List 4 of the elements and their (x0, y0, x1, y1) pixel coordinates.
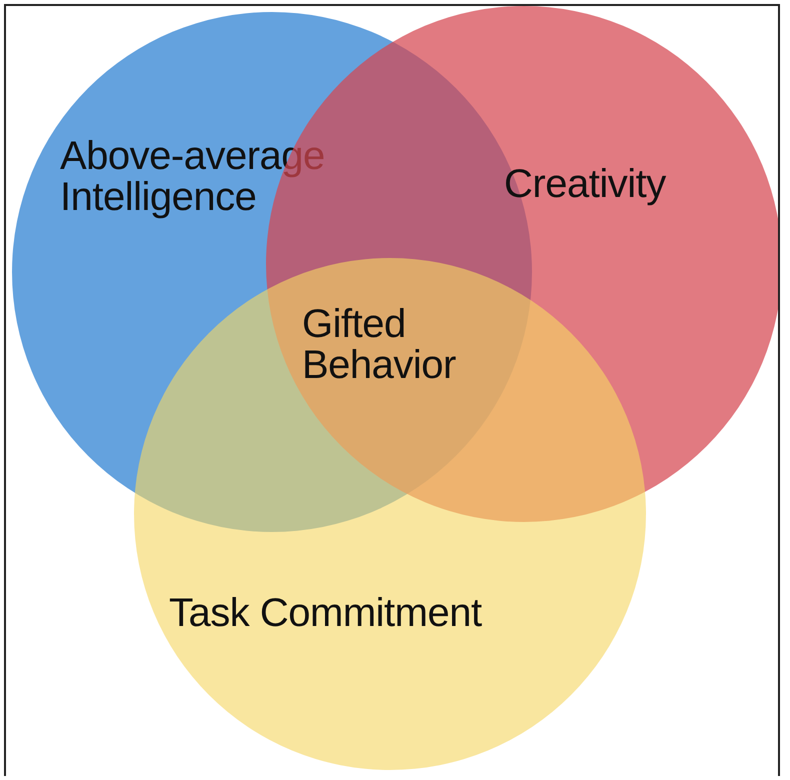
circle-label: Creativity (504, 164, 667, 205)
overlap-label: Gifted Behavior (302, 304, 457, 386)
circle-label: Above-average Intelligence (60, 136, 326, 218)
circle-label: Task Commitment (169, 593, 483, 634)
